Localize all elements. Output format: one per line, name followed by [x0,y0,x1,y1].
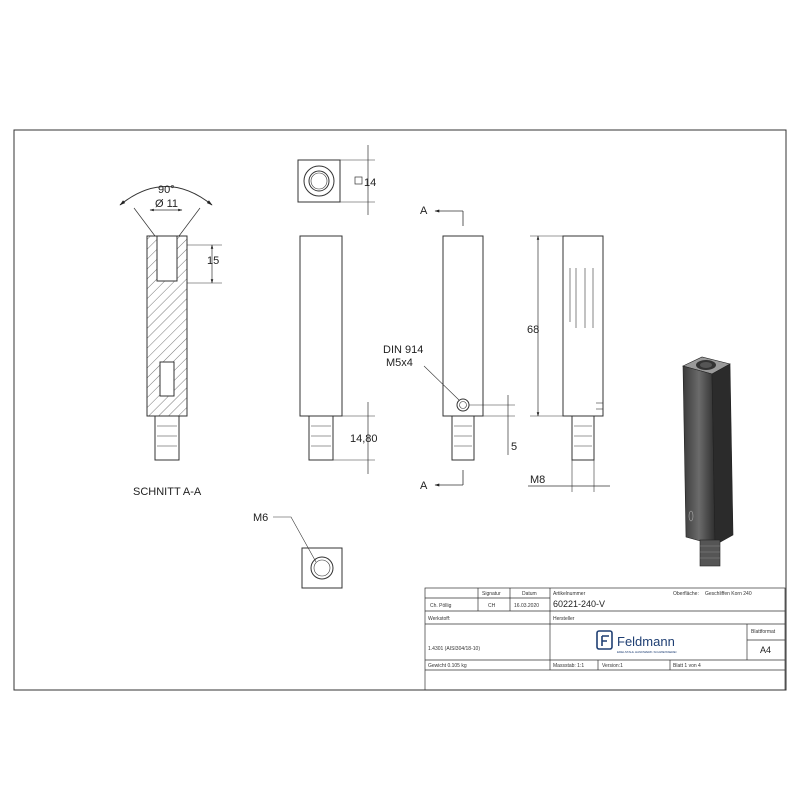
side-view [423,209,515,487]
iso-right-face [711,363,734,546]
tb-header-signature: Signatur [482,591,501,597]
logo-mark-icon [596,630,613,650]
angle-dimension-arc [119,186,213,206]
side-thread [451,415,475,461]
tb-header-date: Datum [522,591,537,597]
tb-sheet: Blatt 1 von 4 [673,663,701,669]
set-screw-hole [159,361,175,397]
tb-format-label: Blattformat [751,629,776,635]
side-body [442,235,484,417]
front-body [299,235,343,417]
section-caption: SCHNITT A-A [133,486,202,498]
counterbore-depth-label: 15 [207,255,219,267]
tb-article-number: 60221-240-V [553,599,605,609]
company-name: Feldmann [617,634,675,649]
screw-size-label: M5x4 [386,357,413,369]
isometric-part [682,356,734,567]
leader-line [423,365,460,401]
section-view-a-a [119,186,222,461]
screw-offset-label: 5 [511,441,517,453]
right-thread [571,415,595,461]
bottom-square [301,547,343,589]
tb-signature: CH [488,603,496,609]
tb-weight: Gewicht 0.105 kg [428,663,467,669]
tb-surface-value: Geschliffen Korn 240 [705,591,752,597]
right-body [562,235,604,417]
right-view [528,235,610,492]
front-view [299,235,375,474]
angle-label: 90° [158,184,175,196]
thread-stud [154,415,180,461]
tb-surface-label: Oberfläche: [673,591,699,597]
iso-thread [699,539,721,567]
tb-scale: Massstab: 1:1 [553,663,584,669]
iso-left-face [682,365,716,546]
bottom-view [273,516,343,589]
m6-leader [273,516,317,563]
front-thread [308,415,334,461]
tb-date: 16.03.2020 [514,603,539,609]
title-block [424,587,786,691]
tb-version: Version:1 [602,663,623,669]
bore-diameter-label: Ø 11 [155,198,178,210]
tb-drawn-by: Ch. Pöllig [430,603,452,609]
m6-label: M6 [253,512,268,524]
section-letter-bottom: A [420,480,428,492]
top-square [297,159,341,203]
drawing-frame [13,129,787,691]
feldmann-logo: Feldmann EDELSTAHL HANDWERK·SCHWEISSEREI [596,630,677,654]
screw-standard-label: DIN 914 [383,344,423,356]
tb-article-label: Artikelnummer [553,591,586,597]
top-view [297,145,375,215]
tb-format-value: A4 [760,645,771,655]
m8-label: M8 [530,474,545,486]
section-letter-top: A [420,205,428,217]
length-label: 68 [527,324,539,336]
tb-material-label: Werkstoff: [428,616,450,622]
square-size-label: 14 [364,177,376,189]
company-tagline: EDELSTAHL HANDWERK·SCHWEISSEREI [617,650,677,654]
counterbore [156,235,178,282]
tb-maker-label: Hersteller [553,616,575,622]
thread-length-label: 14,80 [350,433,378,445]
tb-material: 1.4301 (AISI304/18-10) [428,646,480,652]
